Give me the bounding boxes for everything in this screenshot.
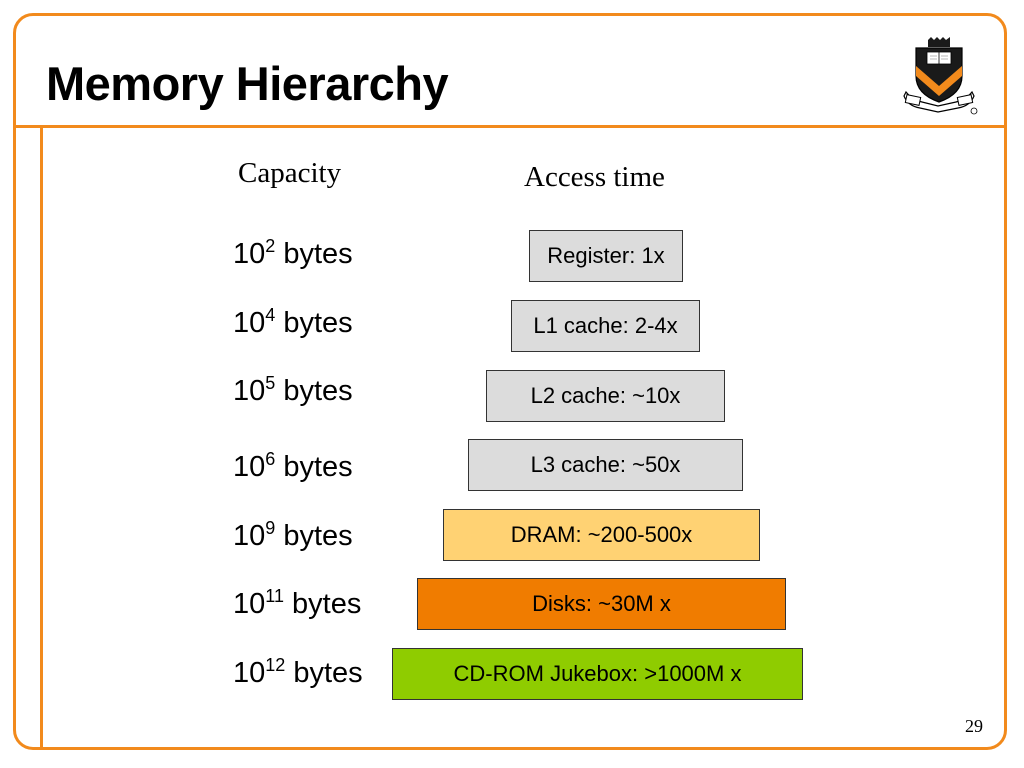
capacity-label-l3: 106 bytes [233, 449, 353, 483]
register-box: Register: 1x [529, 230, 683, 282]
page-number: 29 [965, 716, 983, 736]
capacity-label-disks: 1011 bytes [233, 586, 362, 620]
capacity-label-cdrom: 1012 bytes [233, 655, 363, 689]
capacity-label-register: 102 bytes [233, 236, 353, 270]
capacity-label-l2: 105 bytes [233, 373, 353, 407]
capacity-label-l1: 104 bytes [233, 305, 353, 339]
capacity-label-dram: 109 bytes [233, 518, 353, 552]
capacity-header: Capacity [238, 157, 342, 189]
slide-frame [13, 13, 1007, 750]
disks-box: Disks: ~30M x [417, 578, 786, 630]
princeton-shield-logo [903, 37, 978, 115]
access-time-header: Access time [524, 161, 665, 193]
cdrom-jukebox-box: CD-ROM Jukebox: >1000M x [392, 648, 803, 700]
l3-cache-box: L3 cache: ~50x [468, 439, 743, 491]
slide-title: Memory Hierarchy [46, 57, 449, 110]
dram-box: DRAM: ~200-500x [443, 509, 760, 561]
left-rule [40, 125, 43, 747]
title-divider [16, 125, 1007, 128]
l1-cache-box: L1 cache: 2-4x [511, 300, 700, 352]
l2-cache-box: L2 cache: ~10x [486, 370, 725, 422]
